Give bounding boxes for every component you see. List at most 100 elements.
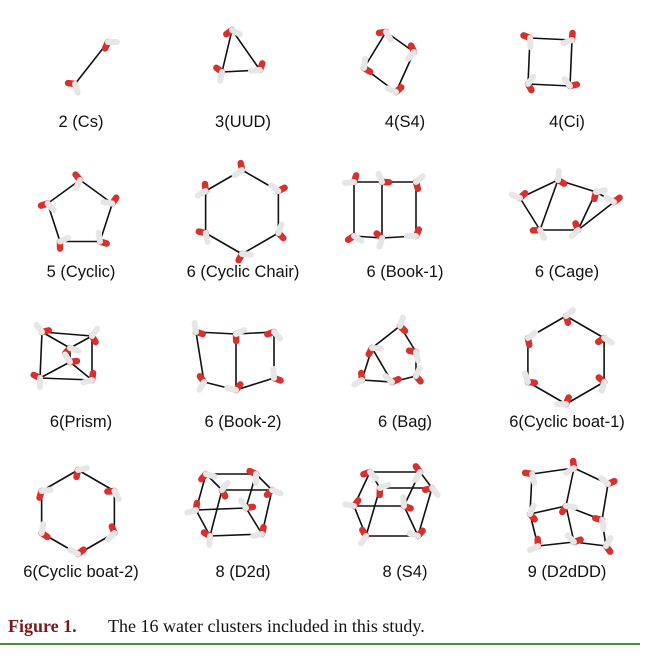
hydrogen-atom	[233, 327, 248, 337]
water-molecule	[526, 502, 538, 523]
hydrogen-atom	[203, 471, 218, 480]
hydrogen-bond	[529, 505, 567, 515]
water-molecule	[37, 200, 57, 214]
hydrogen-bond	[235, 377, 275, 391]
cluster-structure	[360, 28, 418, 96]
water-molecule	[351, 369, 366, 388]
hydrogen-atom	[202, 230, 211, 245]
water-molecule	[66, 546, 87, 558]
hydrogen-atom	[603, 535, 614, 549]
water-molecule	[554, 168, 568, 187]
cluster-panel: 6(Cyclic boat-1)	[486, 300, 648, 450]
water-molecule	[529, 226, 548, 241]
water-molecule	[559, 502, 578, 516]
hydrogen-atom	[529, 471, 538, 486]
cluster-structure	[184, 467, 284, 548]
water-molecule	[357, 526, 370, 547]
cluster-label: 6(Cyclic boat-2)	[23, 563, 139, 581]
water-molecule	[80, 369, 97, 386]
water-molecule	[72, 171, 84, 192]
hydrogen-bond	[195, 507, 247, 511]
hydrogen-bond	[69, 335, 93, 349]
water-molecule	[275, 221, 287, 242]
hydrogen-atom	[351, 233, 365, 244]
hydrogen-atom	[603, 194, 617, 205]
water-molecule	[560, 29, 576, 47]
hydrogen-atom	[111, 488, 122, 502]
water-molecule	[524, 73, 537, 94]
cluster-panel: 2 (Cs)	[0, 0, 162, 150]
hydrogen-atom	[224, 384, 239, 393]
water-molecule	[246, 467, 260, 486]
hydrogen-bond	[47, 179, 81, 205]
cluster-panel: 6 (Cage)	[486, 150, 648, 300]
water-molecule	[33, 321, 53, 336]
hydrogen-atom	[105, 530, 118, 543]
cluster-label: 6 (Cyclic Chair)	[186, 263, 300, 281]
hydrogen-atom	[555, 168, 562, 183]
hydrogen-atom	[269, 487, 284, 497]
hydrogen-bond	[79, 179, 113, 205]
water-molecule	[595, 374, 608, 394]
cluster-structure	[64, 38, 120, 96]
cluster-label: 8 (D2d)	[215, 563, 271, 581]
hydrogen-atom	[62, 351, 73, 365]
hydrogen-bond	[39, 361, 71, 379]
hydrogen-atom	[382, 372, 395, 385]
hydrogen-atom	[521, 370, 531, 385]
water-molecule	[406, 527, 426, 540]
water-molecule	[195, 228, 211, 245]
hydrogen-atom	[67, 345, 82, 354]
cluster-label: 6 (Cage)	[534, 263, 600, 281]
hydrogen-bond	[221, 29, 233, 73]
hydrogen-atom	[271, 329, 284, 342]
hydrogen-atom	[564, 532, 577, 545]
water-molecule	[591, 187, 608, 203]
hydrogen-atom	[57, 234, 72, 245]
hydrogen-atom	[525, 73, 537, 87]
water-molecule	[235, 250, 254, 264]
cluster-label: 8 (S4)	[382, 563, 428, 581]
water-molecule	[100, 194, 120, 207]
hydrogen-atom	[268, 182, 282, 194]
cluster-structure	[37, 171, 120, 252]
hydrogen-atom	[568, 227, 581, 240]
cluster-panel: 8 (S4)	[324, 450, 486, 600]
hydrogen-atom	[413, 173, 426, 185]
cluster-structure	[191, 320, 284, 394]
hydrogen-bond	[601, 483, 609, 521]
water-molecule	[360, 56, 374, 75]
hydrogen-atom	[219, 480, 231, 493]
hydrogen-atom	[601, 335, 615, 346]
water-molecule	[184, 499, 201, 516]
water-molecule	[30, 371, 44, 390]
hydrogen-atom	[561, 75, 573, 89]
cluster-panel: 9 (D2dDD)	[486, 450, 648, 600]
water-molecule	[375, 28, 394, 43]
hydrogen-bond	[565, 505, 575, 543]
water-molecule	[561, 75, 581, 90]
hydrogen-atom	[44, 200, 57, 214]
cluster-structure	[213, 26, 266, 84]
cluster-label: 6(Cyclic boat-1)	[509, 413, 625, 431]
hydrogen-atom	[237, 497, 249, 511]
hydrogen-bond	[565, 381, 605, 405]
hydrogen-atom	[194, 188, 209, 199]
hydrogen-bond	[77, 469, 115, 492]
water-molecule	[564, 532, 584, 546]
water-molecule	[95, 229, 110, 247]
hydrogen-atom	[250, 531, 265, 539]
cluster-panel: 6 (Bag)	[324, 300, 486, 450]
caption-heading: Figure 1.	[8, 616, 77, 636]
hydrogen-atom	[342, 179, 357, 186]
hydrogen-bond	[241, 232, 279, 255]
cluster-label: 9 (D2dDD)	[527, 563, 607, 581]
cluster-structure	[520, 29, 581, 94]
cluster-panel: 6 (Book-1)	[324, 150, 486, 300]
hydrogen-atom	[80, 377, 95, 386]
cluster-label: 3(UUD)	[215, 113, 271, 131]
water-molecule	[508, 190, 529, 202]
hydrogen-atom	[527, 502, 537, 517]
water-molecule	[595, 334, 615, 346]
hydrogen-bond	[537, 541, 575, 547]
